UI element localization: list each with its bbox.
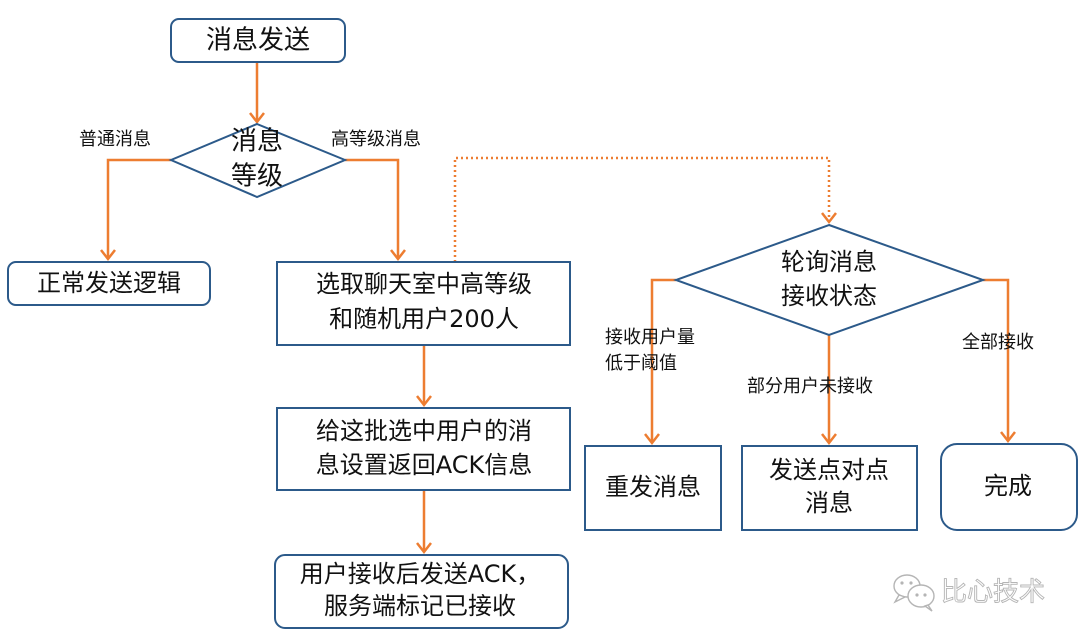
level-decision-label-line1: 消息	[231, 127, 283, 157]
edge-label-partial-unreceived: 部分用户未接收	[747, 376, 873, 397]
edge-level-to-normal	[100, 158, 171, 262]
select-users-label-line2: 和随机用户200人	[329, 305, 519, 333]
done-box	[940, 443, 1078, 531]
normal-send-label: 正常发送逻辑	[37, 269, 181, 297]
node-poll-status: 轮询消息 接收状态	[673, 223, 986, 337]
select-users-box	[276, 261, 571, 346]
edge-label-high-level: 高等级消息	[331, 129, 421, 150]
set-ack-label-line1: 给这批选中用户的消	[316, 417, 532, 445]
start-box	[170, 18, 346, 63]
poll-status-label-line1: 轮询消息	[781, 248, 877, 276]
edge-select-to-poll-dotted	[453, 156, 837, 262]
user-ack-label-line1: 用户接收后发送ACK，	[300, 560, 541, 588]
edge-start-to-level	[249, 62, 265, 125]
done-label: 完成	[984, 472, 1032, 500]
p2p-send-label-line1: 发送点对点	[769, 456, 889, 484]
edge-label-below-threshold-line1: 接收用户量	[605, 327, 695, 348]
node-done: 完成	[940, 443, 1078, 531]
watermark-text: 比心技术	[941, 578, 1045, 608]
node-start: 消息发送	[170, 18, 346, 63]
resend-box	[584, 445, 722, 531]
set-ack-label-line2: 息设置返回ACK信息	[316, 451, 533, 479]
start-label: 消息发送	[206, 26, 310, 56]
node-select-users: 选取聊天室中高等级 和随机用户200人	[276, 261, 571, 346]
resend-label: 重发消息	[605, 473, 701, 501]
normal-send-box	[7, 261, 211, 306]
edge-label-normal: 普通消息	[79, 129, 151, 150]
edges	[100, 62, 1016, 555]
node-p2p-send: 发送点对点 消息	[741, 445, 918, 531]
node-normal-send: 正常发送逻辑	[7, 261, 211, 306]
node-user-ack: 用户接收后发送ACK， 服务端标记已接收	[274, 554, 569, 629]
level-decision-label-line2: 等级	[231, 162, 283, 192]
edge-level-to-select	[345, 158, 406, 262]
set-ack-box	[276, 407, 571, 491]
poll-status-label-line2: 接收状态	[781, 282, 877, 310]
user-ack-box	[274, 554, 569, 629]
edge-label-below-threshold-line2: 低于阈值	[605, 353, 677, 374]
user-ack-label-line2: 服务端标记已接收	[324, 592, 516, 620]
edge-poll-to-p2p	[821, 335, 837, 446]
p2p-send-box	[741, 445, 918, 531]
edge-ack-to-user	[416, 490, 432, 555]
level-decision-diamond	[168, 122, 348, 199]
select-users-label-line1: 选取聊天室中高等级	[316, 270, 532, 298]
node-level-decision: 消息 等级	[168, 122, 348, 199]
watermark: 比心技术	[893, 574, 1045, 612]
wechat-icon	[893, 574, 935, 612]
edge-label-all-received: 全部接收	[962, 332, 1034, 353]
node-resend: 重发消息	[584, 445, 722, 531]
poll-status-diamond	[673, 223, 986, 337]
edge-poll-to-resend	[644, 278, 676, 446]
p2p-send-label-line2: 消息	[805, 489, 853, 517]
edge-select-to-ack	[416, 345, 432, 408]
node-set-ack: 给这批选中用户的消 息设置返回ACK信息	[276, 407, 571, 491]
edge-poll-to-done	[983, 278, 1016, 444]
